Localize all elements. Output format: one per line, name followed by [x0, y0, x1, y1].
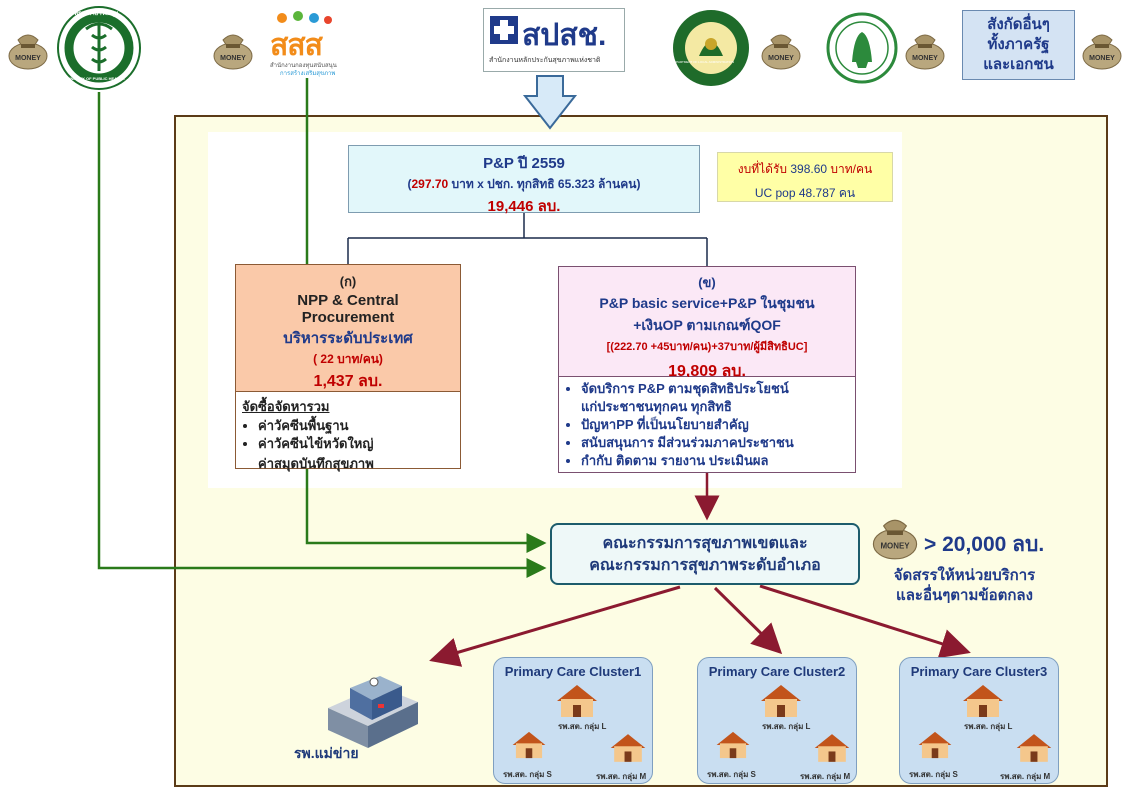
money-bag-icon: MONEY — [761, 34, 801, 70]
health-committee-box: คณะกรรมการสุขภาพเขตและ คณะกรรมการสุขภาพร… — [550, 523, 860, 585]
list-item: จัดบริการ P&P ตามชุดสิทธิประโยชน์ — [581, 380, 849, 398]
box-a-list-title: จัดซื้อจัดหารวม — [242, 399, 330, 414]
cluster2-s-label: รพ.สต. กลุ่ม S — [707, 770, 756, 779]
bma-seal-icon — [826, 12, 898, 84]
cluster2-l-label: รพ.สต. กลุ่ม L — [762, 722, 811, 731]
list-item: สนับสนุนการ มีส่วนร่วมภาคประชาชน — [581, 434, 849, 452]
moph-ring-bottom: MINISTRY OF PUBLIC HEALTH — [66, 76, 125, 81]
funding-line1: จัดสรรให้หน่วยบริการ — [893, 567, 1036, 584]
list-item: ค่าวัคซีนไข้หวัดใหญ่ — [258, 435, 454, 453]
house-l-icon — [557, 685, 597, 717]
money-bag-icon: MONEY — [905, 34, 945, 70]
cluster-title: Primary Care Cluster3 — [910, 664, 1048, 679]
money-bag-label: MONEY — [768, 55, 794, 62]
pp-formula-rest: บาท x ปชก. ทุกสิทธิ 65.323 ล้านคน) — [451, 177, 641, 191]
received-budget-note: งบที่ได้รับ 398.60 บาท/คน UC pop 48.787 … — [717, 152, 893, 202]
pp-budget-box: P&P ปี 2559 (297.70 บาท x ปชก. ทุกสิทธิ … — [348, 145, 700, 215]
list-item: ค่าวัคซีนพื้นฐาน — [258, 417, 454, 435]
pp-formula-value: 297.70 — [411, 177, 449, 191]
npp-central-box: (ก) NPP & Central Procurement บริหารระดั… — [235, 264, 461, 392]
box-b-rate: [(222.70 +45บาท/คน)+37บาท/ผู้มีสิทธิUC] — [606, 341, 808, 353]
box-a-amount: 1,437 ลบ. — [313, 373, 383, 390]
other-agencies-line1: สังกัดอื่นๆ — [987, 16, 1050, 33]
box-b-title1: P&P basic service+P&P ในชุมชน — [599, 295, 815, 311]
money-bag-icon: MONEY — [213, 34, 253, 70]
box-a-title2: Procurement — [301, 309, 395, 326]
box-a-rate: ( 22 บาท/คน) — [313, 352, 383, 366]
box-b-title2: +เงินOP ตามเกณฑ์QOF — [633, 317, 781, 333]
funding-description: จัดสรรให้หน่วยบริการ และอื่นๆตามข้อตกลง — [867, 566, 1062, 606]
money-bag-icon: MONEY — [1082, 34, 1122, 70]
cluster3-l-label: รพ.สต. กลุ่ม L — [964, 722, 1013, 731]
hospital-building-icon — [328, 676, 418, 748]
committee-line2: คณะกรรมการสุขภาพระดับอำเภอ — [589, 557, 821, 574]
dla-seal-icon — [673, 10, 749, 86]
cluster3-s-label: รพ.สต. กลุ่ม S — [909, 770, 958, 779]
house-l-icon — [963, 685, 1003, 717]
box-b-service-list: จัดบริการ P&P ตามชุดสิทธิประโยชน์ แก่ประ… — [558, 377, 856, 473]
note-value: 398.60 — [790, 162, 828, 176]
house-m-icon — [1016, 734, 1052, 762]
cluster3-m-label: รพ.สต. กลุ่ม M — [1000, 772, 1051, 781]
pp-formula-open: ( — [407, 177, 412, 191]
sss-logo-text: สสส — [270, 29, 323, 62]
list-item: กำกับ ติดตาม รายงาน ประเมินผล — [581, 452, 849, 470]
box-a-tag: (ก) — [339, 274, 357, 289]
funding-amount: > 20,000 ลบ. — [924, 533, 1045, 556]
pp-total: 19,446 ลบ. — [487, 198, 561, 215]
list-item: แก่ประชาชนทุกคน ทุกสิทธิ — [581, 399, 732, 414]
list-item: ค่าสมุดบันทึกสุขภาพ — [258, 456, 374, 471]
dla-ring-text: DEPARTMENT OF LOCAL ADMINISTRATION — [672, 60, 735, 64]
primary-care-cluster-3: Primary Care Cluster3 — [899, 657, 1059, 784]
nhso-cross-icon — [490, 16, 518, 44]
cluster1-m-label: รพ.สต. กลุ่ม M — [596, 772, 647, 781]
money-bag-label: MONEY — [880, 542, 910, 551]
sss-sub1: สำนักงานกองทุนสนับสนุน — [270, 63, 337, 69]
moph-logo — [57, 6, 141, 90]
primary-care-cluster-1: Primary Care Cluster1 — [493, 657, 653, 784]
sss-sub2: การสร้างเสริมสุขภาพ — [280, 71, 336, 77]
cluster1-l-label: รพ.สต. กลุ่ม L — [558, 722, 607, 731]
cluster-title: Primary Care Cluster1 — [504, 664, 642, 679]
sss-stars-icon — [277, 11, 332, 24]
house-s-icon — [918, 731, 952, 759]
committee-line1: คณะกรรมการสุขภาพเขตและ — [602, 535, 808, 552]
nhso-logo-text: สปสช. — [522, 19, 607, 52]
house-m-icon — [814, 734, 850, 762]
note-suffix: บาท/คน — [830, 162, 873, 176]
note-uc-pop: UC pop 48.787 คน — [754, 186, 856, 200]
list-item: ปัญหาPP ที่เป็นนโยบายสำคัญ — [581, 416, 849, 434]
cluster-title: Primary Care Cluster2 — [708, 664, 846, 679]
hospital-label: รพ.แม่ข่าย — [294, 745, 359, 761]
funding-line2: และอื่นๆตามข้อตกลง — [896, 587, 1033, 604]
money-bag-icon: MONEY — [872, 519, 918, 560]
money-bag-label: MONEY — [912, 55, 938, 62]
money-bag-icon: MONEY — [8, 34, 48, 70]
primary-care-cluster-2: Primary Care Cluster2 — [697, 657, 857, 784]
house-m-icon — [610, 734, 646, 762]
box-a-subtitle: บริหารระดับประเทศ — [283, 330, 413, 347]
box-a-procurement-list: จัดซื้อจัดหารวม ค่าวัคซีนพื้นฐาน ค่าวัคซ… — [235, 392, 461, 471]
nhso-sub: สำนักงานหลักประกันสุขภาพแห่งชาติ — [489, 57, 601, 64]
other-agencies-box: สังกัดอื่นๆ ทั้งภาครัฐ และเอกชน — [962, 10, 1075, 80]
money-bag-label: MONEY — [15, 55, 41, 62]
house-s-icon — [716, 731, 750, 759]
box-a-title1: NPP & Central — [297, 292, 399, 309]
cluster2-m-label: รพ.สต. กลุ่ม M — [800, 772, 851, 781]
house-s-icon — [512, 731, 546, 759]
cluster1-s-label: รพ.สต. กลุ่ม S — [503, 770, 552, 779]
box-b-tag: (ข) — [698, 275, 716, 290]
other-agencies-line2: ทั้งภาครัฐ — [987, 36, 1050, 53]
other-agencies-line3: และเอกชน — [983, 56, 1054, 73]
pp-basic-service-box: (ข) P&P basic service+P&P ในชุมชน +เงินO… — [558, 266, 856, 380]
money-bag-label: MONEY — [220, 55, 246, 62]
pp-title: P&P ปี 2559 — [483, 155, 565, 172]
note-prefix: งบที่ได้รับ — [737, 162, 788, 176]
money-bag-label: MONEY — [1089, 55, 1115, 62]
moph-ring-top: กระทรวงสาธารณสุข — [64, 11, 119, 17]
box-b-amount: 19,809 ลบ. — [668, 363, 746, 380]
house-l-icon — [761, 685, 801, 717]
